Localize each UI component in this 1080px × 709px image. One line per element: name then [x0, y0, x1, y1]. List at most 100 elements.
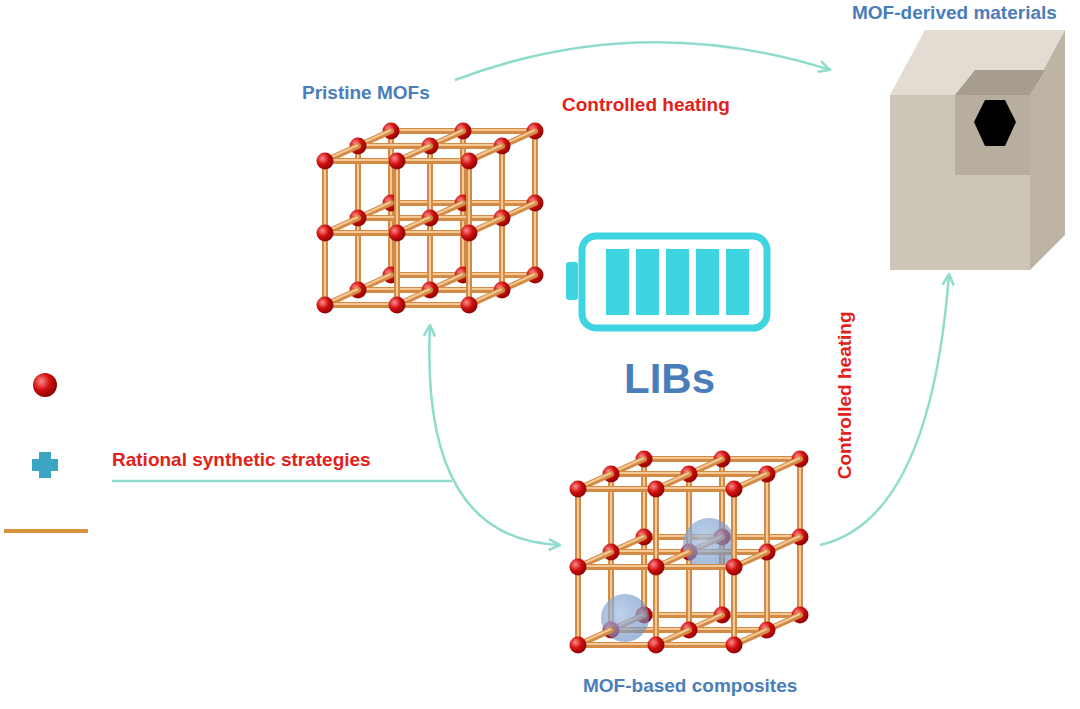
- linker-bar: [656, 642, 734, 648]
- linker-bar: [578, 642, 656, 648]
- linker-highlight: [611, 550, 689, 552]
- linker-highlight: [463, 129, 535, 131]
- metal-node: [648, 481, 665, 498]
- linker-bar: [575, 489, 581, 567]
- battery-cell: [696, 249, 719, 315]
- linker-bar: [322, 161, 328, 233]
- linker-highlight: [689, 472, 767, 474]
- linker-highlight: [656, 643, 734, 645]
- battery-node: LIBs: [560, 222, 780, 406]
- mof-lattices: [317, 123, 809, 654]
- linker-bar: [466, 161, 472, 233]
- derived-cube: [890, 30, 1065, 270]
- linker-bar: [466, 233, 472, 305]
- linker-highlight: [468, 160, 470, 232]
- linker-highlight: [357, 217, 359, 289]
- metal-node: [389, 225, 406, 242]
- linker-highlight: [429, 217, 431, 289]
- metal-node: [461, 225, 478, 242]
- linker-highlight: [577, 566, 579, 644]
- linker-highlight: [643, 458, 645, 536]
- linker-highlight: [611, 472, 689, 474]
- metal-node: [570, 559, 587, 576]
- metal-node: [389, 153, 406, 170]
- cube-cutout: [955, 95, 1030, 175]
- linker-bar: [325, 158, 397, 164]
- linker-highlight: [656, 565, 734, 567]
- battery-cell: [606, 249, 629, 315]
- linker-highlight: [501, 217, 503, 289]
- stage-label: Pristine MOFs: [302, 82, 430, 105]
- metal-node: [389, 297, 406, 314]
- linker-bar: [355, 146, 361, 218]
- metal-node: [570, 481, 587, 498]
- battery-icon: [566, 236, 767, 328]
- linker-bar: [397, 230, 469, 236]
- process-arrow: [455, 42, 830, 80]
- linker-bar: [578, 564, 656, 570]
- linker-highlight: [655, 488, 657, 566]
- process-label: Controlled heating: [562, 94, 730, 117]
- battery-cell: [636, 249, 659, 315]
- linker-bar: [656, 486, 734, 492]
- linker-bar: [499, 146, 505, 218]
- linker-highlight: [766, 473, 768, 551]
- linker-bar: [608, 474, 614, 552]
- linker-highlight: [688, 551, 690, 629]
- linker-highlight: [799, 458, 801, 536]
- stage-label: MOF-based composites: [583, 675, 797, 698]
- mof-stage: MOF-based composites: [560, 448, 820, 700]
- metal-node: [317, 225, 334, 242]
- cube-cutout: [955, 70, 1045, 95]
- linker-highlight: [397, 159, 469, 161]
- linker-highlight: [656, 487, 734, 489]
- linker-highlight: [397, 231, 469, 233]
- linker-highlight: [578, 487, 656, 489]
- linker-bar: [656, 564, 734, 570]
- linker-highlight: [534, 130, 536, 202]
- process-arrow: [820, 274, 949, 545]
- cube-side-face: [1030, 30, 1065, 270]
- linker-bar: [731, 567, 737, 645]
- metal-node: [648, 559, 665, 576]
- linker-highlight: [325, 303, 397, 305]
- linker-highlight: [430, 144, 502, 146]
- linker-highlight: [324, 160, 326, 232]
- lattice-cube: [317, 123, 544, 314]
- linker-highlight: [325, 231, 397, 233]
- linker-icon: [4, 529, 88, 533]
- stage-label: LIBs: [624, 354, 715, 404]
- linker-bar: [578, 486, 656, 492]
- linker-highlight: [468, 232, 470, 304]
- linker-bar: [764, 474, 770, 552]
- linker-highlight: [655, 566, 657, 644]
- metal-node: [461, 297, 478, 314]
- linker-highlight: [396, 160, 398, 232]
- linker-bar: [653, 489, 659, 567]
- linker-bar: [686, 552, 692, 630]
- linker-highlight: [643, 536, 645, 614]
- linker-bar: [499, 218, 505, 290]
- linker-bar: [764, 552, 770, 630]
- linker-bar: [532, 131, 538, 203]
- linker-bar: [397, 302, 469, 308]
- linker-bar: [427, 146, 433, 218]
- linker-highlight: [799, 536, 801, 614]
- linker-bar: [532, 203, 538, 275]
- linker-bar: [394, 233, 400, 305]
- battery-body: [582, 236, 767, 328]
- linker-highlight: [534, 202, 536, 274]
- linker-highlight: [578, 643, 656, 645]
- linker-highlight: [578, 565, 656, 567]
- linker-bar: [797, 459, 803, 537]
- linker-bar: [355, 218, 361, 290]
- guest-icon: [32, 452, 58, 478]
- linker-highlight: [357, 145, 359, 217]
- linker-highlight: [644, 457, 722, 459]
- process-arrow: [429, 325, 560, 545]
- metal-node: [461, 153, 478, 170]
- linker-bar: [575, 567, 581, 645]
- metal-node: [317, 297, 334, 314]
- metal-node: [726, 559, 743, 576]
